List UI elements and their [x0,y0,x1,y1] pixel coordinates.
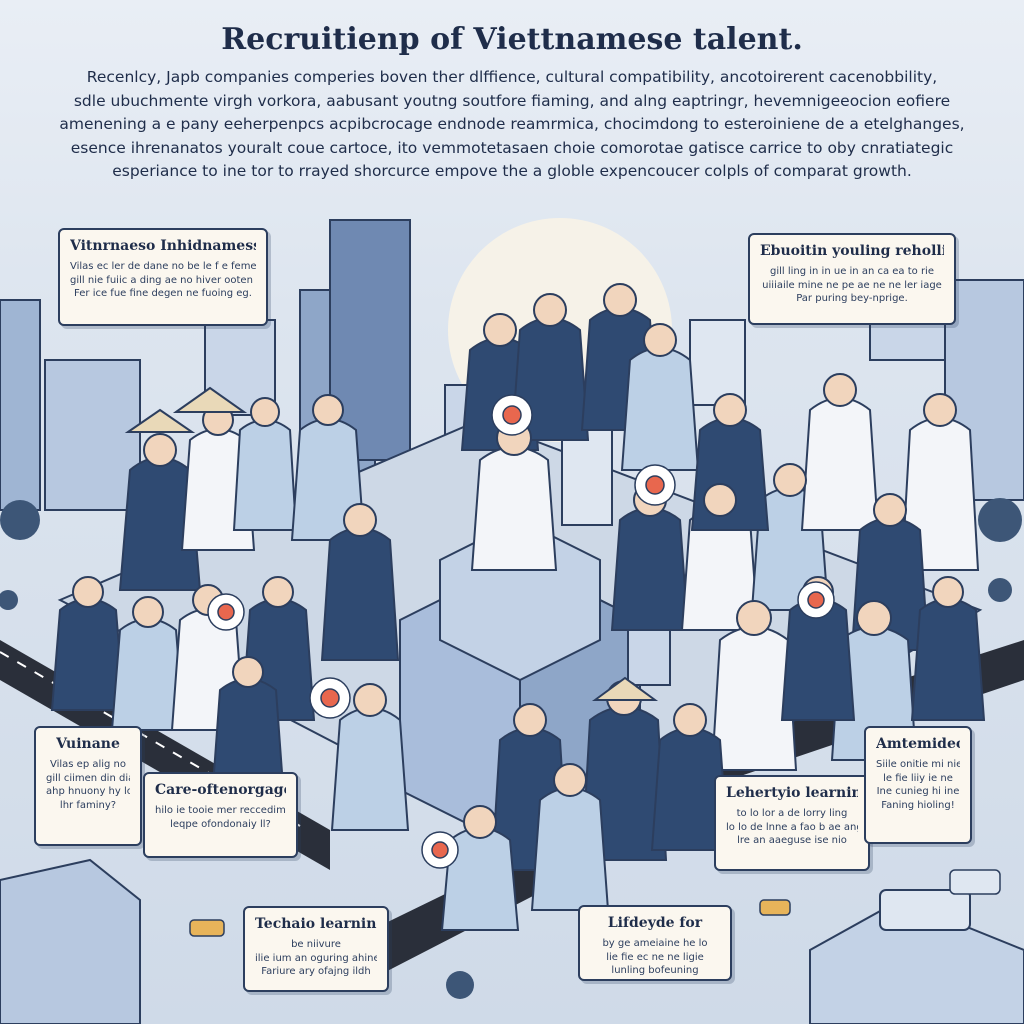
callout-line: Vilas ep alig no [49,759,127,770]
callout-line: le fie liiy ie ne [883,772,953,784]
callout-heading: Vitnrnaeso Inhidnamess [70,238,256,254]
callout-text: Siile onitie mi nie le fie liiy ie ne In… [876,758,960,812]
sign-techaio-learning: Techaio learning be niivure ilie ium an … [243,906,389,992]
foreground-buildings [0,858,1024,1024]
callout-amtemideo: Amtemideo Siile onitie mi nie le fie lii… [864,726,972,844]
callout-vuinane: Vuinane Vilas ep alig no gill ciimen din… [34,726,142,846]
callout-heading: Lehertyio learning [726,785,858,801]
callout-line: gill ciimen din diae [46,772,130,784]
sign-line: lie fie ec ne ne ligie [606,951,704,963]
sign-line: Fariure ary ofajng ildh [261,966,371,977]
callout-line: uiiiaile mine ne pe ae ne ne ler iage [762,279,942,291]
intro-paragraph: Recenlcy, Japb companies comperies boven… [40,66,984,184]
sign-line: lunling bofeuning [611,965,699,976]
trees [0,498,1022,999]
callout-line: to lo lor a de lorry ling [736,808,848,819]
callout-line: Siile onitie mi nie [876,759,960,770]
callout-line: Par puring bey-nprige. [796,293,908,304]
sign-line: be niivure [291,939,341,950]
callout-heading: Ebuoitin youling rehollity [760,243,944,259]
callout-heading: Amtemideo [876,736,960,752]
callout-line: Vilas ec ler de dane no be le f e feme l… [70,261,256,272]
sign-heading: Techaio learning [255,916,377,932]
callout-text: gill ling in in ue in an ca ea to rie ui… [760,265,944,306]
callout-line: Fer ice fue fine degen ne fuoing eg. [74,288,252,299]
vehicles [189,869,1001,937]
callout-text: to lo lor a de lorry ling lo lo de lnne … [726,807,858,848]
callout-ebuoitin-youling: Ebuoitin youling rehollity gill ling in … [748,233,956,325]
sign-text: be niivure ilie ium an oguring ahine ine… [255,938,377,979]
sign-text: by ge ameiaine he lo lie fie ec ne ne li… [590,937,720,978]
callout-text: Vilas ep alig no gill ciimen din diae ah… [46,758,130,812]
callout-line: lre an aaeguse ise nio [737,835,847,846]
callout-text: hilo ie tooie mer reccedimmng leqpe ofon… [155,804,286,831]
callout-line: lo lo de lnne a fao b ae ang [726,821,858,833]
callout-line: lhr faminy? [59,799,117,811]
callout-line: leqpe ofondonaiy ll? [170,818,271,830]
callout-line: Ine cunieg hi ine [876,786,960,797]
intro-line: amenening a e pany eeherpenpcs acpibcroc… [59,115,965,133]
callout-heading: Care-oftenorgage [155,782,286,798]
callout-line: hilo ie tooie mer reccedimmng [155,805,286,816]
sign-heading: Lifdeyde for [607,915,703,931]
sign-lifdeyde-for: Lifdeyde for by ge ameiaine he lo lie fi… [578,905,732,981]
callout-vietnamese-inhidnamess: Vitnrnaeso Inhidnamess Vilas ec ler de d… [58,228,268,326]
page-title: Recruitienp of Viettnamese talent. [221,22,803,57]
sign-line: by ge ameiaine he lo [602,938,708,949]
callout-line: Faning hioling! [881,799,955,811]
callout-text: Vilas ec ler de dane no be le f e feme l… [70,260,256,301]
callout-line: gill ling in in ue in an ca ea to rie [769,266,934,277]
intro-line: Recenlcy, Japb companies comperies boven… [86,68,938,86]
callout-care-oftenorgage: Care-oftenorgage hilo ie tooie mer recce… [143,772,298,858]
intro-line: esence ihrenanatos youralt coue cartoce,… [70,138,954,157]
red-sun-emblems [207,394,835,869]
callout-line: gill nie fuiic a ding ae no hiver ooten … [70,274,256,286]
intro-line: sdle ubuchmente virgh vorkora, aabusant … [73,91,951,110]
sign-line: ilie ium an oguring ahine ine [255,952,377,964]
callout-line: ahp hnuony hy lo [46,786,130,797]
crowd-people [50,283,986,931]
intro-line: esperiance to ine tor to rrayed shorcurc… [112,162,912,180]
callout-lehertyio-learning: Lehertyio learning to lo lor a de lorry … [714,775,870,871]
callout-heading: Vuinane [56,736,120,752]
